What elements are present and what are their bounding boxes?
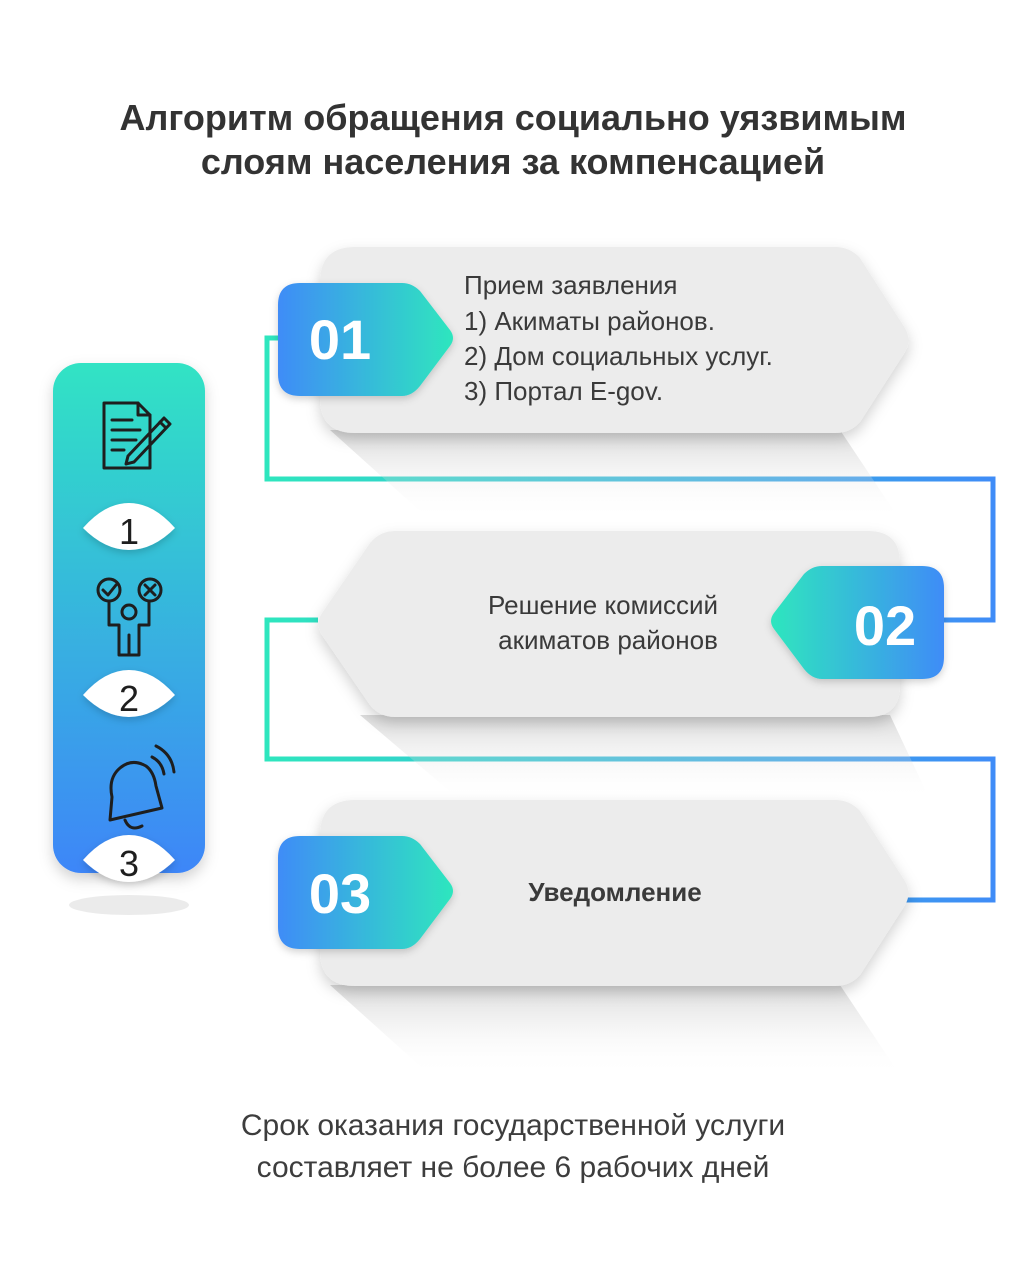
sidebar-label-1: 1 xyxy=(119,511,139,552)
card-shadows xyxy=(330,430,930,1075)
document-pen-icon xyxy=(102,401,172,470)
page-title: Алгоритм обращения социально уязвимым сл… xyxy=(0,96,1026,184)
step-line-1-1: 1) Акиматы районов. xyxy=(464,306,715,336)
sidebar: 1 2 3 xyxy=(53,363,205,915)
step-title-3: Уведомление xyxy=(528,877,701,907)
step-card-1: 01 Прием заявления 1) Акиматы районов. 2… xyxy=(278,247,909,433)
step-line-1-2: 2) Дом социальных услуг. xyxy=(464,341,773,371)
step-line-1-3: 3) Портал E-gov. xyxy=(464,376,663,406)
title-line-2: слоям населения за компенсацией xyxy=(200,141,826,182)
sidebar-label-2: 2 xyxy=(119,678,139,719)
step-tab-1 xyxy=(83,503,175,550)
step-number-3: 03 xyxy=(309,862,371,925)
footer-note: Срок оказания государственной услуги сос… xyxy=(0,1105,1026,1189)
step-badge-3 xyxy=(278,836,453,949)
step-badge-2 xyxy=(771,566,944,679)
footer-line-2: составляет не более 6 рабочих дней xyxy=(256,1151,770,1184)
sidebar-label-3: 3 xyxy=(119,843,139,884)
step-card-2: 02 Решение комиссий акиматов районов xyxy=(318,531,944,717)
title-line-1: Алгоритм обращения социально уязвимым xyxy=(119,97,907,138)
step-tab-2 xyxy=(83,670,175,717)
step-line-2-1: акиматов районов xyxy=(498,625,718,655)
step-title-2: Решение комиссий xyxy=(488,590,718,620)
person-decision-icon xyxy=(96,577,163,657)
step-tab-3 xyxy=(83,835,175,882)
step-badge-1 xyxy=(278,283,453,396)
step-title-1: Прием заявления xyxy=(464,270,678,300)
step-number-1: 01 xyxy=(309,308,371,371)
step-card-3: 03 Уведомление xyxy=(278,800,909,986)
step-number-2: 02 xyxy=(854,594,916,657)
footer-line-1: Срок оказания государственной услуги xyxy=(240,1109,786,1142)
bell-ringing-icon xyxy=(108,744,176,830)
